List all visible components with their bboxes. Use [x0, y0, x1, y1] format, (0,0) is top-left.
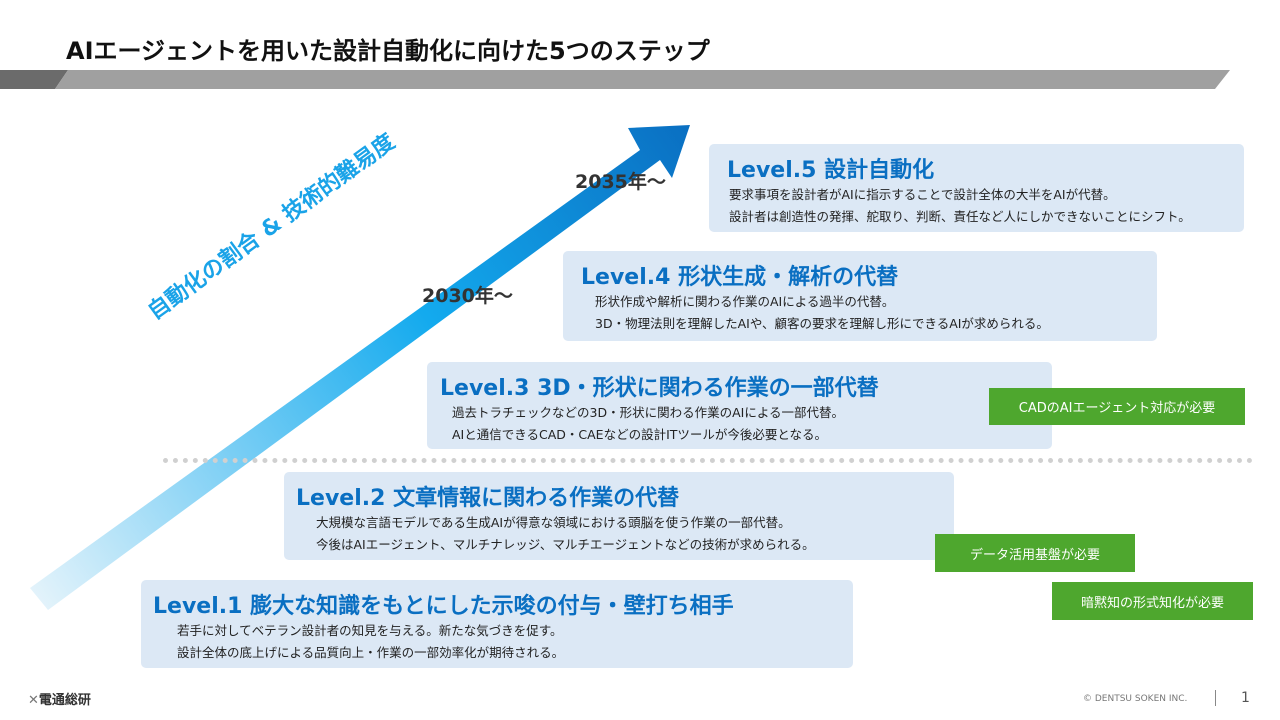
level-2-line: 大規模な言語モデルである生成AIが得意な領域における頭脳を使う作業の一部代替。: [316, 515, 791, 530]
requirement-tacit-knowledge: 暗黙知の形式知化が必要: [1052, 582, 1253, 620]
level-4-line: 3D・物理法則を理解したAIや、顧客の要求を理解し形にできるAIが求められる。: [595, 316, 1049, 331]
level-1-line: 設計全体の底上げによる品質向上・作業の一部効率化が期待される。: [177, 645, 565, 660]
page-number: 1: [1241, 690, 1250, 706]
level-3-line: AIと通信できるCAD・CAEなどの設計ITツールが今後必要となる。: [452, 427, 828, 442]
header-band: [0, 70, 1230, 89]
requirement-cad: CADのAIエージェント対応が必要: [989, 388, 1245, 425]
divider: [163, 458, 1253, 463]
page-title: AIエージェントを用いた設計自動化に向けた5つのステップ: [66, 37, 710, 65]
level-3-line: 過去トラチェックなどの3D・形状に関わる作業のAIによる一部代替。: [452, 405, 844, 420]
level-5-line: 要求事項を設計者がAIに指示することで設計全体の大半をAIが代替。: [729, 187, 1116, 202]
level-5-line: 設計者は創造性の発揮、舵取り、判断、責任など人にしかできないことにシフト。: [729, 209, 1191, 224]
level-4-card: Level.4 形状生成・解析の代替 形状作成や解析に関わる作業のAIによる過半…: [563, 251, 1157, 341]
level-3-card: Level.3 3D・形状に関わる作業の一部代替 過去トラチェックなどの3D・形…: [427, 362, 1052, 449]
level-4-title: Level.4 形状生成・解析の代替: [581, 265, 899, 290]
copyright: © DENTSU SOKEN INC.: [1083, 694, 1188, 704]
level-5-title: Level.5 設計自動化: [727, 158, 935, 183]
level-1-card: Level.1 膨大な知識をもとにした示唆の付与・壁打ち相手 若手に対してベテラ…: [141, 580, 853, 668]
year-2035: 2035年～: [575, 171, 666, 193]
level-1-title: Level.1 膨大な知識をもとにした示唆の付与・壁打ち相手: [153, 594, 734, 619]
company-logo: ✕電通総研: [28, 693, 91, 708]
level-4-line: 形状作成や解析に関わる作業のAIによる過半の代替。: [595, 294, 895, 309]
level-5-card: Level.5 設計自動化 要求事項を設計者がAIに指示することで設計全体の大半…: [709, 144, 1244, 232]
level-2-card: Level.2 文章情報に関わる作業の代替 大規模な言語モデルである生成AIが得…: [284, 472, 954, 560]
level-2-line: 今後はAIエージェント、マルチナレッジ、マルチエージェントなどの技術が求められる…: [316, 537, 815, 552]
requirement-data-platform: データ活用基盤が必要: [935, 534, 1135, 572]
footer-separator: [1215, 690, 1216, 706]
year-2030: 2030年～: [422, 285, 513, 307]
level-3-title: Level.3 3D・形状に関わる作業の一部代替: [440, 376, 879, 401]
level-1-line: 若手に対してベテラン設計者の知見を与える。新たな気づきを促す。: [177, 623, 563, 638]
level-2-title: Level.2 文章情報に関わる作業の代替: [296, 486, 680, 511]
